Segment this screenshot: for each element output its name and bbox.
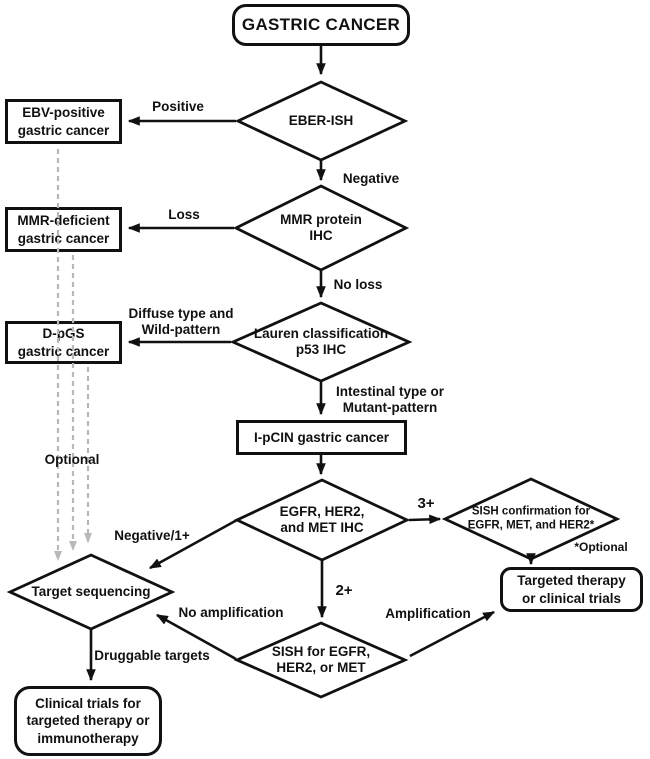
decision-diamonds: [6, 80, 621, 699]
node-clinical-trials: Clinical trials for targeted therapy or …: [14, 686, 162, 756]
node-mmr-deficient: MMR-deficient gastric cancer: [5, 207, 122, 252]
edge-label-no-amplification: No amplification: [178, 605, 284, 621]
diamond-label-sish-confirm: SISH confirmation for EGFR, MET, and HER…: [468, 505, 595, 532]
node-label-line: targeted therapy or: [26, 713, 150, 729]
flow-arrows: [86, 46, 536, 682]
diamond-label-target-seq: Target sequencing: [31, 584, 150, 600]
node-targeted-therapy: Targeted therapy or clinical trials: [500, 567, 643, 612]
label-line: Mutant-pattern: [342, 400, 438, 415]
node-dpgs: D-pGS gastric cancer: [5, 321, 122, 364]
edge-label-negative: Negative: [342, 171, 400, 187]
label-line: HER2, or MET: [276, 660, 366, 675]
label-line: SISH for EGFR,: [271, 644, 371, 660]
node-label-line: gastric cancer: [17, 343, 110, 359]
edge-label-optional-note: *Optional: [574, 539, 628, 554]
label-line: and MET IHC: [280, 520, 364, 535]
diamond-label-egfr-ihc: EGFR, HER2, and MET IHC: [280, 504, 365, 536]
diamond-egfr-ihc: [233, 478, 411, 562]
label-line: Lauren classification: [253, 326, 389, 342]
node-ebv-positive: EBV-positive gastric cancer: [5, 99, 122, 144]
node-label-line: or clinical trials: [521, 590, 622, 606]
label-line: IHC: [309, 228, 333, 243]
label-line: p53 IHC: [295, 342, 347, 357]
node-label-line: EBV-positive: [22, 104, 105, 120]
edge-label-optional: Optional: [44, 452, 100, 468]
edge-label-loss: Loss: [168, 207, 200, 223]
edge-label-no-loss: No loss: [333, 277, 383, 293]
edge-label-3plus: 3+: [417, 495, 435, 513]
diamond-mmr-ihc: [232, 184, 410, 272]
diamond-lauren: [229, 301, 413, 383]
node-label: GASTRIC CANCER: [241, 14, 401, 34]
edge-label-diffuse-wild: Diffuse type and Wild-pattern: [128, 306, 233, 338]
node-label-line: gastric cancer: [17, 230, 110, 246]
node-label-line: gastric cancer: [17, 122, 110, 138]
label-line: SISH confirmation for: [471, 505, 591, 518]
diamond-sish: [233, 621, 409, 699]
edge-label-druggable: Druggable targets: [94, 648, 210, 664]
diamond-label-sish: SISH for EGFR, HER2, or MET: [272, 644, 370, 676]
edge-label-negative-1plus: Negative/1+: [114, 528, 190, 544]
node-ipcin: I-pCIN gastric cancer: [236, 420, 407, 455]
label-line: EBER-ISH: [288, 113, 354, 129]
label-line: Intestinal type or: [335, 384, 445, 400]
diamond-label-mmr-ihc: MMR protein IHC: [280, 212, 362, 244]
edge-label-intestinal-mutant: Intestinal type or Mutant-pattern: [336, 384, 444, 416]
label-line: Diffuse type and: [128, 306, 234, 322]
edge-label-2plus: 2+: [335, 582, 353, 600]
label-line: MMR protein: [280, 212, 362, 228]
diamond-label-eber-ish: EBER-ISH: [289, 113, 354, 129]
node-label-line: MMR-deficient: [17, 212, 110, 228]
node-label-line: immunotherapy: [37, 730, 139, 746]
label-line: EGFR, MET, and HER2*: [467, 519, 595, 531]
label-line: Wild-pattern: [141, 322, 221, 337]
edge-label-amplification: Amplification: [385, 606, 471, 622]
edge-label-positive: Positive: [152, 99, 204, 115]
label-line: Target sequencing: [31, 584, 151, 600]
diamond-target-seq: [6, 553, 176, 631]
node-gastric-cancer: GASTRIC CANCER: [232, 4, 410, 46]
diamond-sish-confirm: [441, 477, 621, 561]
diamond-eber-ish: [234, 80, 409, 162]
label-line: EGFR, HER2,: [279, 504, 365, 520]
node-label: I-pCIN gastric cancer: [253, 429, 390, 445]
diamond-label-lauren: Lauren classification p53 IHC: [254, 326, 388, 358]
node-label-line: Clinical trials for: [35, 695, 141, 711]
node-label-line: Targeted therapy: [517, 572, 626, 588]
optional-dashed-arrows: [54, 149, 92, 561]
